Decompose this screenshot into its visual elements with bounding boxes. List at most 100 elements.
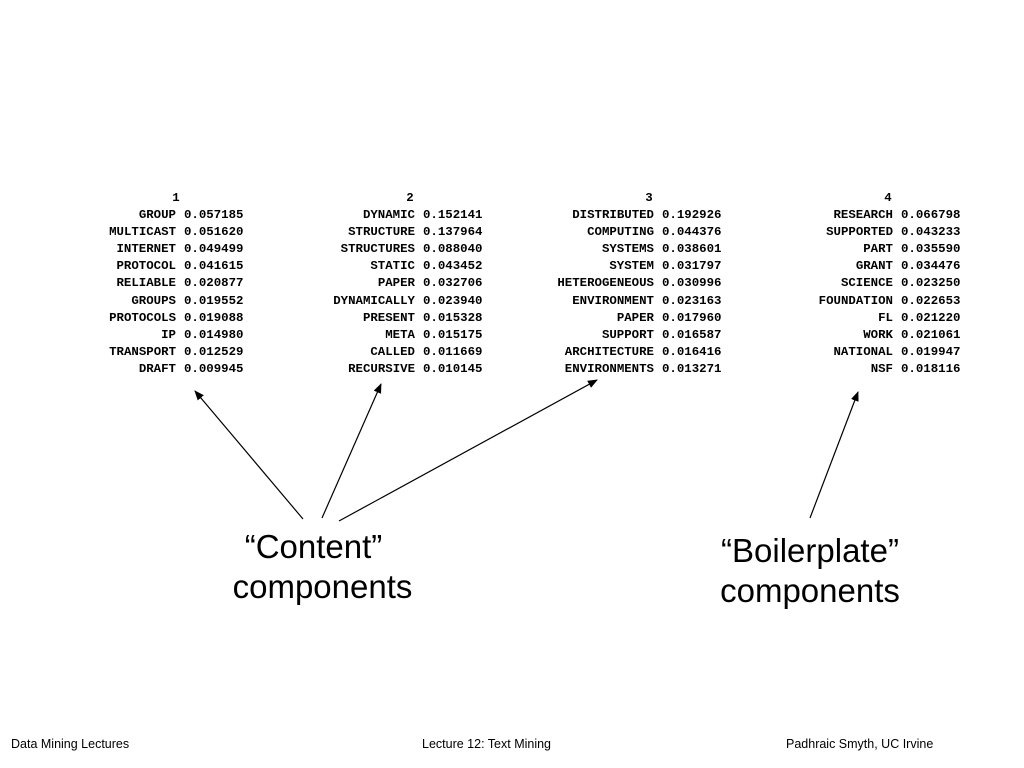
- topic-word: RECURSIVE: [348, 361, 415, 376]
- topic-word: GRANT: [855, 259, 893, 274]
- topic-word: DYNAMIC: [362, 208, 415, 223]
- boilerplate-components-callout: “Boilerplate” components: [680, 531, 940, 611]
- topic-heading: 3: [645, 191, 653, 205]
- topic-word: CALLED: [370, 344, 415, 359]
- topic-word: IP: [161, 327, 176, 342]
- topic-word: MULTICAST: [109, 225, 176, 240]
- topic-row: COMPUTING 0.044376: [541, 224, 722, 241]
- topic-word: DRAFT: [138, 361, 176, 376]
- topic-heading: 4: [884, 191, 892, 205]
- topic-probability: 0.031797: [662, 259, 722, 274]
- topic-probability: 0.030996: [662, 276, 722, 291]
- topic-probability: 0.021061: [901, 327, 961, 342]
- topic-row: INTERNET 0.049499: [96, 241, 244, 258]
- topic-probability: 0.034476: [901, 259, 961, 274]
- callout-line-2: components: [720, 572, 900, 609]
- topic-word: PRESENT: [362, 310, 415, 325]
- callout-line-1: “Content”: [244, 528, 383, 565]
- topic-row: MULTICAST 0.051620: [96, 224, 244, 241]
- topic-word: PAPER: [377, 276, 415, 291]
- topic-probability: 0.023163: [662, 293, 722, 308]
- topic-word: DISTRIBUTED: [572, 208, 654, 223]
- topic-row: RECURSIVE 0.010145: [318, 361, 483, 378]
- arrow-to-topic-2: [321, 383, 382, 519]
- topic-probability: 0.019947: [901, 344, 961, 359]
- topic-word: SCIENCE: [840, 276, 893, 291]
- topic-row: PAPER 0.032706: [318, 275, 483, 292]
- topic-probability: 0.016416: [662, 344, 722, 359]
- topic-row: DYNAMIC 0.152141: [318, 207, 483, 224]
- topic-word: SYSTEMS: [601, 242, 654, 257]
- topic-word: GROUPS: [131, 293, 176, 308]
- topic-word: DYNAMICALLY: [333, 293, 415, 308]
- topic-heading: 2: [406, 191, 414, 205]
- topic-word: STRUCTURE: [348, 225, 415, 240]
- topic-probability: 0.023940: [423, 293, 483, 308]
- topic-probability: 0.041615: [184, 259, 244, 274]
- topic-word: RESEARCH: [833, 208, 894, 223]
- topic-probability: 0.009945: [184, 361, 244, 376]
- topic-row: DYNAMICALLY 0.023940: [318, 293, 483, 310]
- callout-line-2: components: [232, 568, 413, 605]
- topic-word: HETEROGENEOUS: [557, 276, 654, 291]
- topic-row: WORK 0.021061: [803, 327, 961, 344]
- topic-row: RELIABLE 0.020877: [96, 275, 244, 292]
- topic-word-list: RESEARCH 0.066798 SUPPORTED 0.043233 PART 0…: [803, 207, 961, 378]
- topic-probability: 0.038601: [662, 242, 722, 257]
- topic-probability: 0.066798: [901, 208, 961, 223]
- topic-probability: 0.049499: [184, 242, 244, 257]
- topic-word: RELIABLE: [116, 276, 177, 291]
- callout-line-1: “Boilerplate”: [721, 532, 899, 569]
- topic-word: SUPPORT: [601, 327, 654, 342]
- topic-row: GRANT 0.034476: [803, 258, 961, 275]
- footer-course-name: Data Mining Lectures: [11, 737, 130, 751]
- topic-word: FOUNDATION: [818, 293, 893, 308]
- topic-probability: 0.043233: [901, 225, 961, 240]
- topic-probability: 0.010145: [423, 361, 483, 376]
- topic-probability: 0.137964: [423, 225, 483, 240]
- topic-word: PROTOCOL: [116, 259, 177, 274]
- topic-row: DRAFT 0.009945: [96, 361, 244, 378]
- topic-probability: 0.044376: [662, 225, 722, 240]
- topic-word: STATIC: [370, 259, 415, 274]
- topic-probability: 0.032706: [423, 276, 483, 291]
- topic-row: PART 0.035590: [803, 241, 961, 258]
- topic-word-list: DYNAMIC 0.152141 STRUCTURE 0.137964 STRUCT…: [318, 207, 483, 378]
- topic-probability: 0.019088: [184, 310, 244, 325]
- topic-word: PART: [863, 242, 893, 257]
- topic-word: PAPER: [616, 310, 654, 325]
- topic-probability: 0.015175: [423, 327, 483, 342]
- topic-probability: 0.152141: [423, 208, 483, 223]
- topic-word: ENVIRONMENTS: [564, 361, 654, 376]
- footer-author: Padhraic Smyth, UC Irvine: [786, 737, 934, 751]
- topic-probability: 0.051620: [184, 225, 244, 240]
- topic-probability: 0.035590: [901, 242, 961, 257]
- topic-word: INTERNET: [116, 242, 177, 257]
- content-components-callout: “Content” components: [205, 527, 440, 607]
- topic-word: WORK: [863, 327, 893, 342]
- topic-probability: 0.014980: [184, 327, 244, 342]
- topic-probability: 0.015328: [423, 310, 483, 325]
- topic-word: NSF: [870, 361, 893, 376]
- topic-probability: 0.020877: [184, 276, 244, 291]
- topic-word: SUPPORTED: [826, 225, 893, 240]
- topic-probability: 0.057185: [184, 208, 244, 223]
- footer-lecture-title: Lecture 12: Text Mining: [422, 737, 552, 751]
- topic-word: COMPUTING: [587, 225, 654, 240]
- arrow-to-topic-4: [809, 391, 859, 519]
- topic-heading: 1: [172, 191, 180, 205]
- topic-row: PRESENT 0.015328: [318, 310, 483, 327]
